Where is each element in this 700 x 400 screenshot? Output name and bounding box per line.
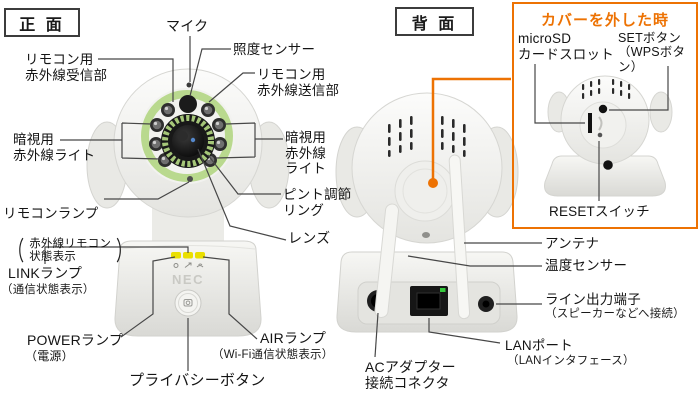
antenna <box>448 154 471 320</box>
label-ac-adapter: ACアダプター 接続コネクタ <box>365 359 456 392</box>
lan-led <box>440 288 446 292</box>
back-round-cover <box>394 160 456 222</box>
leader-lan-port <box>428 318 501 344</box>
reset-switch-hole <box>597 132 603 138</box>
mic-hole <box>186 82 192 88</box>
illuminance-sensor <box>179 95 197 113</box>
cover-vent-slits <box>582 79 631 99</box>
label-ir-transmitter: リモコン用 赤外線送信部 <box>257 67 340 98</box>
label-privacy-button: プライバシーボタン <box>129 372 266 389</box>
label-air-lamp: AIRランプ <box>260 330 327 346</box>
plate-molding <box>598 116 603 131</box>
label-air-lamp-sub: （Wi-Fi通信状態表示） <box>212 349 334 361</box>
label-line-out: ライン出力端子 <box>545 292 641 307</box>
focus-ring-teeth <box>162 115 214 167</box>
vent-slits <box>388 116 466 157</box>
label-lan-port-sub: （LANインタフェース） <box>507 355 635 367</box>
label-link-lamp: LINKランプ <box>8 265 83 281</box>
label-reset-switch: RESETスイッチ <box>549 204 650 219</box>
label-lan-port: LANポート <box>505 338 573 353</box>
privacy-button-icon <box>183 299 193 307</box>
cover-removed-photo <box>544 75 673 197</box>
label-power-lamp: POWERランプ <box>27 332 124 348</box>
ir-led <box>150 118 164 132</box>
label-power-lamp-sub: （電源） <box>25 349 74 363</box>
ir-led <box>213 137 227 151</box>
temp-sensor-stub <box>374 203 400 318</box>
ir-led-ring <box>149 103 227 167</box>
remote-lamp-paren-close: ） <box>116 235 133 266</box>
back-camera-photo <box>335 92 519 333</box>
label-night-ir-left: 暗視用 赤外線ライト <box>13 132 96 163</box>
label-line-out-sub: （スピーカーなどへ接続） <box>545 308 685 320</box>
front-green-ring <box>141 90 233 182</box>
cover-lower-hole <box>603 160 613 170</box>
link-lamp-icon <box>184 262 192 268</box>
leader-lens <box>197 148 287 241</box>
label-temp-sensor: 温度センサー <box>545 258 628 273</box>
cover-removed-panel <box>512 2 698 229</box>
label-lens: レンズ <box>288 230 331 246</box>
remote-lamp-line2: 状態表示 <box>29 250 77 263</box>
label-focus-ring: ピント調節 リング <box>283 187 352 218</box>
front-base-seam <box>120 245 256 250</box>
front-camera-photo: NEC <box>86 68 290 337</box>
back-view-title: 背 面 <box>395 7 474 36</box>
label-remote-lamp-title: リモコンランプ <box>3 205 99 221</box>
remote-lamp-paren-open: （ <box>7 235 25 266</box>
power-lamp-icon <box>173 263 179 268</box>
leader-ir-receiver <box>98 58 174 102</box>
orange-connector-dot <box>428 178 438 188</box>
line-out-jack <box>478 296 494 312</box>
label-ir-receiver: リモコン用 赤外線受信部 <box>25 52 108 83</box>
set-button <box>598 104 608 114</box>
leader-ac-adapter <box>374 312 379 358</box>
leader-night-right <box>215 122 283 159</box>
leader-link-lamp <box>44 246 189 264</box>
ir-led <box>149 137 163 151</box>
leader-set-button <box>609 66 669 111</box>
leader-temp-sensor <box>407 255 542 267</box>
cover-panel-title: カバーを外した時 <box>540 12 669 29</box>
air-lamp <box>195 252 205 259</box>
lens-assembly <box>161 114 215 168</box>
wifi-lamp-icon <box>196 263 204 268</box>
lan-port <box>410 286 448 316</box>
back-head-hole <box>422 232 430 238</box>
label-mic: マイク <box>166 18 209 34</box>
label-antenna: アンテナ <box>545 236 600 251</box>
remote-control-lamp <box>187 176 193 182</box>
leader-ir-transmitter <box>208 72 255 103</box>
leader-power-lamp <box>120 256 176 338</box>
remote-lamp-line1: 赤外線リモコン <box>29 237 112 250</box>
privacy-button <box>174 289 202 317</box>
leader-night-left <box>60 122 161 160</box>
label-illuminance-sensor: 照度センサー <box>233 42 316 57</box>
ir-led <box>201 103 215 117</box>
link-lamp <box>183 252 193 259</box>
leader-air-lamp <box>202 256 258 340</box>
orange-connector <box>428 77 511 188</box>
nec-logo: NEC <box>172 272 204 287</box>
label-set-button: SETボタン （WPSボタン） <box>618 31 686 74</box>
back-round-cover-inner <box>402 168 448 214</box>
ir-led <box>161 103 175 117</box>
leader-microsd <box>534 64 585 124</box>
leader-lines <box>44 36 669 371</box>
label-microsd: microSD カードスロット <box>518 31 614 62</box>
microsd-slot <box>588 113 592 133</box>
front-view-title: 正 面 <box>4 8 80 37</box>
leader-remote-lamp <box>104 181 190 200</box>
label-remote-lamp: リモコンランプ （ 赤外線リモコン 状態表示 ） <box>3 190 137 279</box>
label-night-ir-right: 暗視用 赤外線 ライト <box>285 130 327 177</box>
leader-focus-ring <box>207 154 281 195</box>
leader-illuminance <box>189 48 231 97</box>
ir-led <box>212 118 226 132</box>
label-link-lamp-sub: （通信状態表示） <box>1 284 95 296</box>
cover-base <box>544 155 666 197</box>
